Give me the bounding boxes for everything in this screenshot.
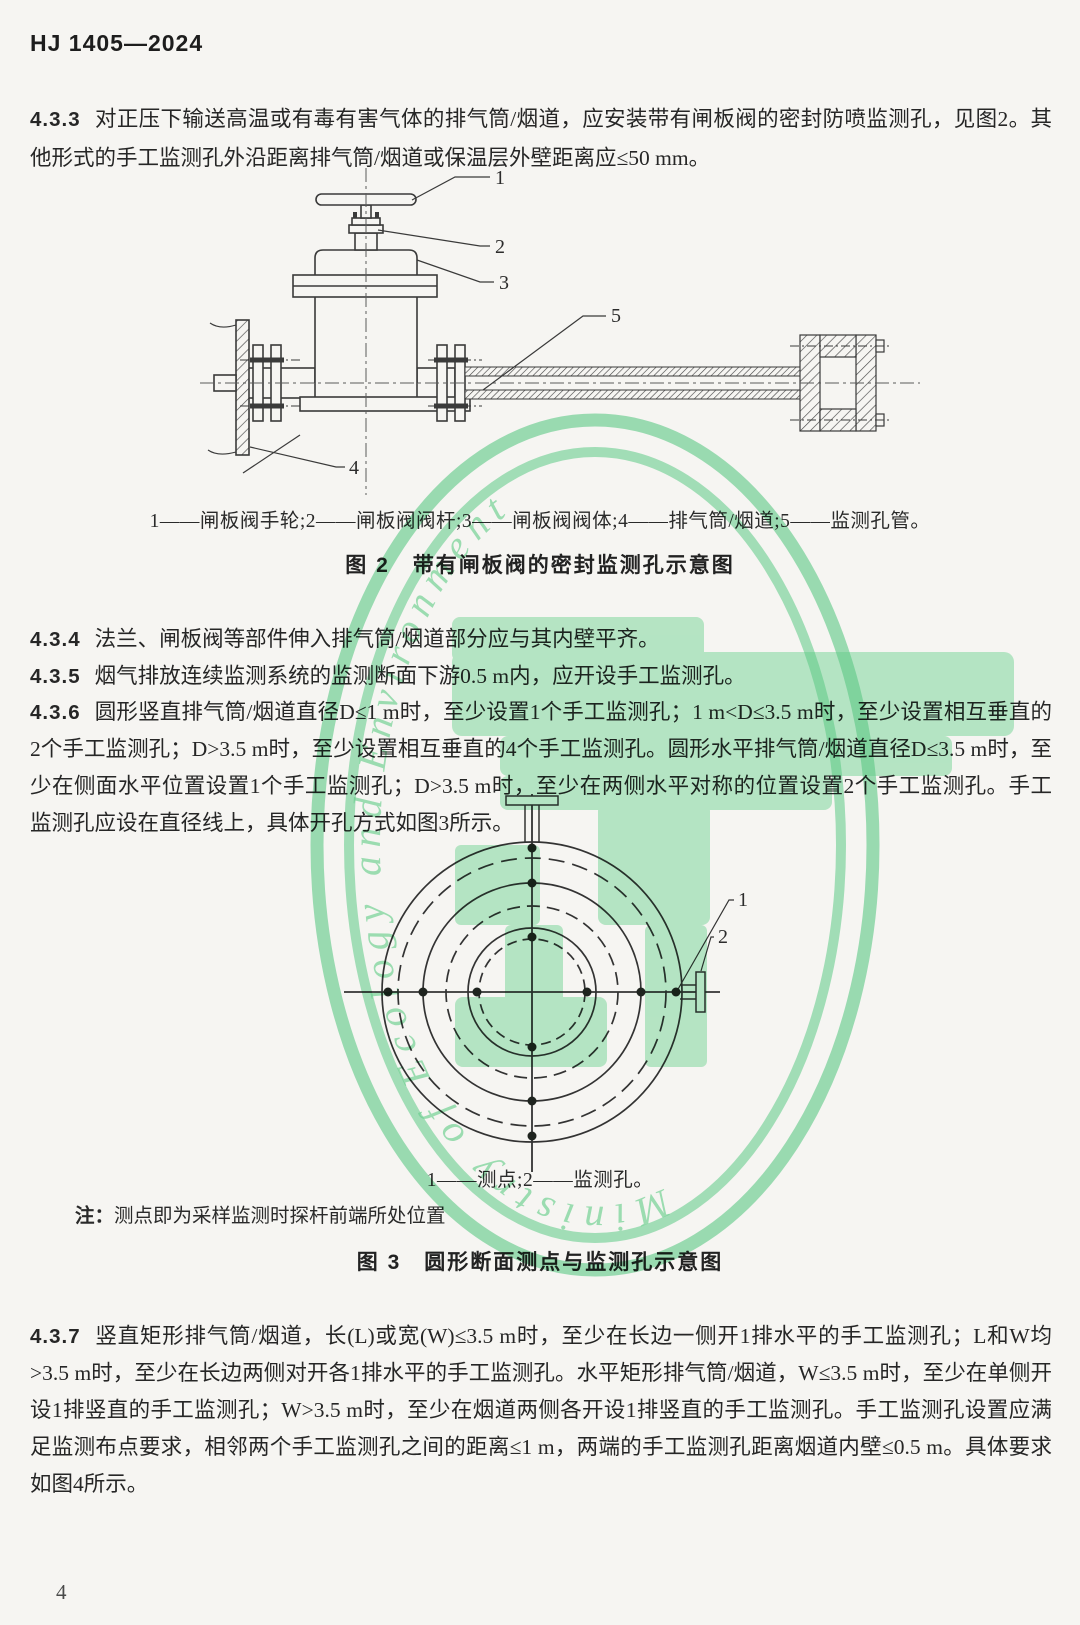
clause-number: 4.3.4 bbox=[30, 627, 81, 651]
valve-body bbox=[292, 249, 438, 383]
clause-4-3-4: 4.3.4 法兰、闸板阀等部件伸入排气筒/烟道部分应与其内壁平齐。 bbox=[30, 620, 1052, 659]
note-label: 注： bbox=[75, 1205, 115, 1227]
standard-number: HJ 1405—2024 bbox=[30, 30, 204, 56]
figure3-circular-section-diagram: 1 2 bbox=[344, 794, 748, 1172]
clause-number: 4.3.6 bbox=[30, 700, 81, 724]
clause-number: 4.3.3 bbox=[30, 107, 81, 131]
clause-text: 法兰、闸板阀等部件伸入排气筒/烟道部分应与其内壁平齐。 bbox=[94, 626, 660, 651]
centerlines bbox=[200, 168, 920, 495]
figure2-callout-2: 2 bbox=[495, 236, 505, 258]
callout-leaders bbox=[242, 176, 606, 474]
figure3-legend: 1——测点;2——监测孔。 bbox=[426, 1170, 654, 1191]
duct-wall bbox=[207, 319, 250, 456]
figure3-caption: 图 3 圆形断面测点与监测孔示意图 bbox=[356, 1251, 724, 1274]
figure2-callout-1: 1 bbox=[495, 167, 505, 189]
figure2-callout-5: 5 bbox=[611, 305, 621, 327]
clause-text: 烟气排放连续监测系统的监测断面下游0.5 m内，应开设手工监测孔。 bbox=[94, 663, 746, 688]
clause-text: 对正压下输送高温或有毒有害气体的排气筒/烟道，应安装带有闸板阀的密封防喷监测孔，… bbox=[30, 106, 1052, 170]
figure2-caption: 图 2 带有闸板阀的密封监测孔示意图 bbox=[345, 554, 735, 577]
figure3-callout-1: 1 bbox=[738, 889, 748, 911]
clause-text: 竖直矩形排气筒/烟道，长(L)或宽(W)≤3.5 m时，至少在长边一侧开1排水平… bbox=[30, 1323, 1052, 1496]
figure2-legend: 1——闸板阀手轮;2——闸板阀阀杆;3——闸板阀阀体;4——排气筒/烟道;5——… bbox=[149, 511, 931, 532]
figure3-note: 注：测点即为采样监测时探杆前端所处位置 bbox=[75, 1199, 446, 1228]
page-number: 4 bbox=[56, 1580, 67, 1604]
clause-4-3-5: 4.3.5 烟气排放连续监测系统的监测断面下游0.5 m内，应开设手工监测孔。 bbox=[30, 657, 1052, 696]
figure2-callout-3: 3 bbox=[499, 272, 509, 294]
clause-number: 4.3.5 bbox=[30, 664, 81, 688]
figure2-callout-4: 4 bbox=[349, 457, 359, 479]
clause-number: 4.3.7 bbox=[30, 1324, 81, 1348]
note-text: 测点即为采样监测时探杆前端所处位置 bbox=[114, 1206, 446, 1227]
figure2-gate-valve-diagram: 1 2 3 4 5 bbox=[200, 167, 920, 495]
figure3-callout-2: 2 bbox=[718, 926, 728, 948]
